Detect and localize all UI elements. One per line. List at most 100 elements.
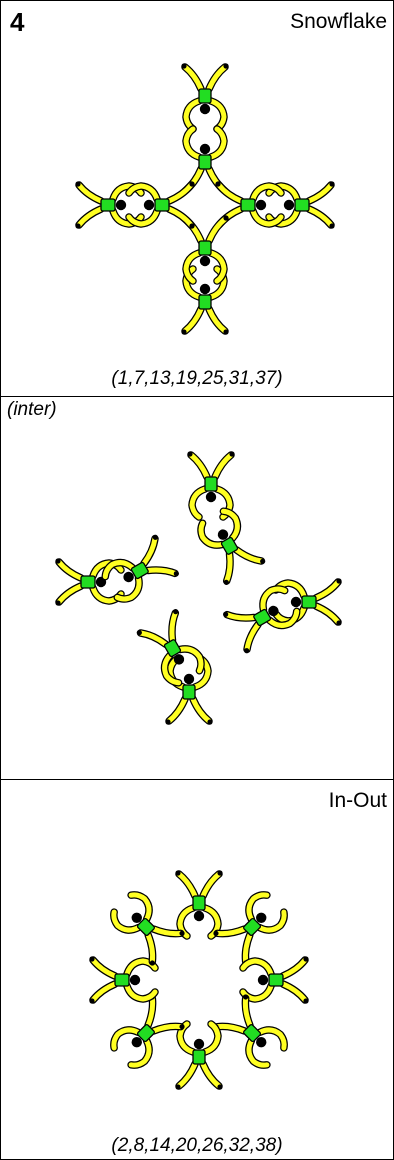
- torso: [130, 561, 149, 580]
- left-leg: [212, 452, 234, 480]
- foot: [215, 181, 221, 187]
- foot: [75, 223, 81, 229]
- torso: [80, 575, 96, 589]
- left-leg: [206, 216, 228, 244]
- foot: [217, 1084, 223, 1090]
- left-arm: [177, 646, 204, 674]
- right-leg: [182, 64, 204, 92]
- foot: [152, 534, 158, 540]
- foot: [89, 956, 95, 962]
- inter-diagram: [55, 451, 342, 725]
- torso: [198, 88, 212, 104]
- foot: [223, 215, 229, 221]
- left-leg: [306, 206, 334, 228]
- foot: [149, 960, 155, 966]
- left-arm: [126, 208, 160, 227]
- head: [199, 143, 211, 155]
- skydiver: [181, 125, 229, 195]
- torso: [154, 198, 170, 212]
- right-leg: [141, 536, 158, 567]
- head: [193, 910, 205, 922]
- right-leg: [145, 995, 156, 1028]
- transition-label: (inter): [7, 399, 57, 420]
- head: [257, 974, 269, 986]
- foot: [189, 181, 195, 187]
- right-leg: [176, 871, 198, 899]
- foot: [181, 329, 187, 335]
- head: [205, 491, 217, 503]
- foot: [223, 329, 229, 335]
- right-leg: [313, 579, 341, 601]
- foot: [55, 558, 61, 564]
- right-arm: [208, 126, 227, 160]
- foot: [173, 609, 179, 615]
- right-leg: [233, 547, 264, 564]
- foot: [181, 63, 187, 69]
- foot: [229, 451, 235, 457]
- left-leg: [206, 64, 228, 92]
- left-arm: [114, 575, 142, 602]
- skydiver: [187, 451, 235, 521]
- right-arm: [128, 892, 152, 922]
- foot: [223, 611, 229, 617]
- left-arm: [208, 98, 227, 132]
- right-leg: [90, 981, 118, 1003]
- head: [256, 912, 267, 923]
- left-arm: [208, 250, 227, 284]
- skydiver: [125, 181, 195, 229]
- head: [199, 255, 211, 267]
- skydiver: [215, 181, 285, 229]
- left-leg: [216, 182, 244, 204]
- right-leg: [190, 696, 212, 724]
- foot: [189, 223, 195, 229]
- foot: [213, 930, 219, 936]
- skydiver: [197, 507, 266, 585]
- right-leg: [306, 182, 334, 204]
- formation-name: In-Out: [328, 789, 387, 812]
- right-arm: [162, 652, 182, 686]
- torso: [268, 973, 284, 987]
- right-leg: [76, 206, 104, 228]
- right-arm: [102, 560, 136, 580]
- head: [217, 529, 229, 540]
- left-leg: [280, 981, 308, 1003]
- foot: [244, 648, 250, 654]
- torso: [192, 1049, 206, 1065]
- foot: [136, 630, 142, 636]
- left-leg: [151, 1023, 184, 1034]
- right-leg: [56, 583, 84, 605]
- right-arm: [183, 250, 202, 284]
- torso: [198, 294, 212, 310]
- foot: [303, 998, 309, 1004]
- snowflake-diagram: [75, 63, 335, 335]
- right-arm: [126, 183, 160, 202]
- foot: [207, 719, 213, 725]
- left-leg: [242, 995, 253, 1028]
- left-arm: [257, 1027, 287, 1051]
- torso: [198, 154, 212, 170]
- left-arm: [246, 892, 270, 922]
- left-leg: [166, 206, 194, 228]
- head: [173, 654, 185, 665]
- torso: [136, 917, 155, 936]
- foot: [179, 1024, 185, 1030]
- left-leg: [166, 696, 188, 724]
- foot: [329, 223, 335, 229]
- right-arm: [257, 909, 287, 933]
- left-leg: [200, 871, 222, 899]
- skydiver: [89, 956, 159, 1004]
- left-leg: [313, 603, 341, 625]
- head: [199, 283, 211, 295]
- foot: [223, 579, 229, 585]
- left-leg: [214, 926, 247, 937]
- head: [129, 974, 141, 986]
- head: [256, 1037, 267, 1048]
- skydiver: [272, 578, 342, 626]
- right-arm: [183, 98, 202, 132]
- foot: [55, 600, 61, 606]
- skydiver: [223, 585, 301, 654]
- skydiver: [181, 63, 229, 133]
- right-leg: [280, 957, 308, 979]
- torso: [243, 1024, 262, 1043]
- foot: [187, 451, 193, 457]
